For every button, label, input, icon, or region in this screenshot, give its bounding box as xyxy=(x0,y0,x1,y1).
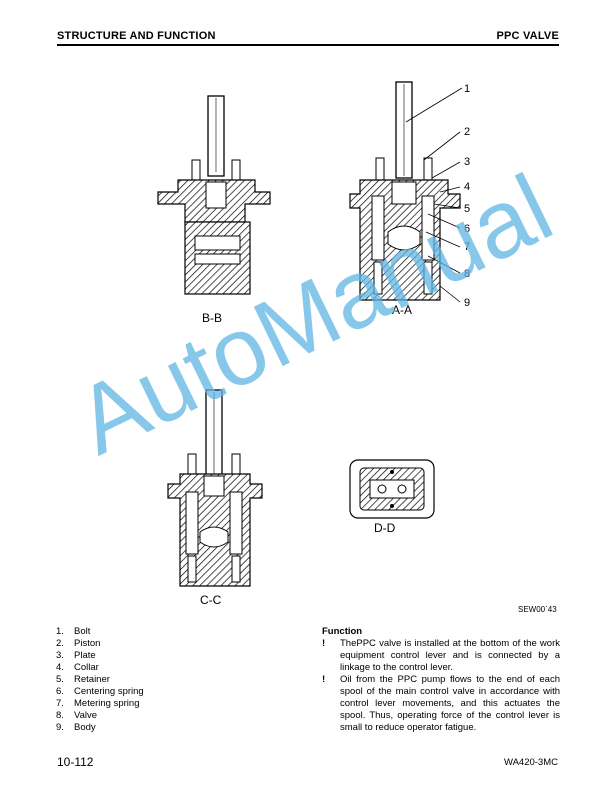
list-item: 6.Centering spring xyxy=(56,686,144,697)
list-item: 8.Valve xyxy=(56,710,98,721)
parts-list: 1.Bolt 2.Piston 3.Plate 4.Collar 5.Retai… xyxy=(56,626,256,734)
drawing-code: SEW00`43 xyxy=(518,605,557,614)
topic-title: PPC VALVE xyxy=(496,30,559,42)
function-item: ! Oil from the PPC pump flows to the end… xyxy=(322,674,560,733)
callout-2: 2 xyxy=(464,126,470,138)
list-item: 2.Piston xyxy=(56,638,101,649)
list-item: 9.Body xyxy=(56,722,96,733)
view-label-dd: D-D xyxy=(374,521,396,535)
page-header: STRUCTURE AND FUNCTION PPC VALVE xyxy=(57,30,559,46)
bullet-icon: ! xyxy=(322,638,326,649)
bullet-icon: ! xyxy=(322,674,326,685)
view-label-aa: A-A xyxy=(392,303,412,317)
callout-leaders xyxy=(405,87,463,303)
ppc-valve-figure: B-B A-A 1 2 3 4 5 6 7 8 9 xyxy=(157,81,557,614)
callout-6: 6 xyxy=(464,223,470,235)
callout-3: 3 xyxy=(464,156,470,168)
view-label-bb: B-B xyxy=(202,311,222,325)
callout-5: 5 xyxy=(464,203,470,215)
list-item: 5.Retainer xyxy=(56,674,110,685)
callout-1: 1 xyxy=(464,83,470,95)
view-cc-drawing: C-C xyxy=(167,389,263,607)
callout-4: 4 xyxy=(464,181,470,193)
list-item: 3.Plate xyxy=(56,650,96,661)
view-bb-drawing: B-B xyxy=(157,95,271,325)
section-title: STRUCTURE AND FUNCTION xyxy=(57,30,216,42)
callout-7: 7 xyxy=(464,241,470,253)
callout-9: 9 xyxy=(464,297,470,309)
view-dd-drawing: D-D xyxy=(349,459,435,535)
view-label-cc: C-C xyxy=(200,593,222,607)
function-title: Function xyxy=(322,626,363,637)
function-section: Function ! ThePPC valve is installed at … xyxy=(322,626,560,734)
list-item: 1.Bolt xyxy=(56,626,91,637)
model-code: WA420-3MC xyxy=(503,757,558,768)
callout-8: 8 xyxy=(464,268,470,280)
function-item: ! ThePPC valve is installed at the botto… xyxy=(322,638,560,673)
list-item: 7.Metering spring xyxy=(56,698,140,709)
callout-numbers: 1 2 3 4 5 6 7 8 9 xyxy=(464,83,470,309)
list-item: 4.Collar xyxy=(56,662,99,673)
view-aa-drawing: A-A xyxy=(349,81,461,317)
page-number: 10-112 xyxy=(57,755,94,769)
